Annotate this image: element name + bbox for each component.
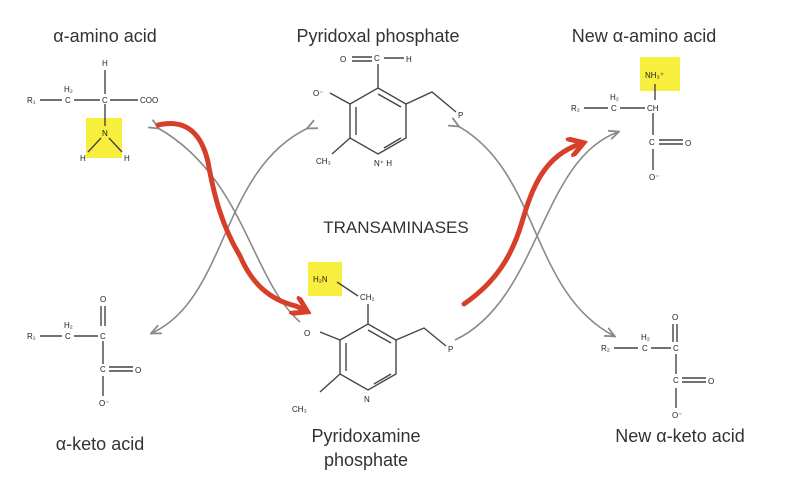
- label-alpha-amino-acid: α-amino acid: [53, 26, 157, 46]
- atom-o: O: [340, 55, 346, 64]
- atom-c: C: [673, 376, 679, 385]
- alpha-keto-acid-structure: O R₁ H₂ C C C O O⁻: [27, 295, 141, 408]
- atom-h: H: [406, 55, 412, 64]
- bond: [405, 91, 457, 113]
- atom-ch2: CH₂: [360, 293, 375, 302]
- atom-h2: H₂: [64, 85, 73, 94]
- atom-h2: H₂: [64, 321, 73, 330]
- atom-h: H: [124, 154, 130, 163]
- atom-r1: R₁: [27, 96, 36, 105]
- atom-r2: R₂: [601, 344, 610, 353]
- bond: [329, 92, 351, 105]
- atom-o-minus: O⁻: [99, 399, 109, 408]
- atom-o-minus: O⁻: [672, 411, 682, 420]
- atom-c: C: [611, 104, 617, 113]
- atom-c: C: [100, 332, 106, 341]
- label-new-alpha-amino-acid: New α-amino acid: [571, 26, 717, 46]
- bond: [319, 373, 341, 393]
- label-pyridoxal-phosphate: Pyridoxal phosphate: [296, 26, 460, 46]
- bond: [383, 137, 402, 149]
- red-arrow-amine-transfer-1: [155, 121, 304, 310]
- atom-p: P: [448, 345, 453, 354]
- pyridoxal-phosphate-structure: C O H O⁻ CH₃ N⁺ H P: [313, 54, 463, 168]
- bond: [395, 327, 447, 347]
- pyridoxamine-phosphate-structure: H₂N CH₂ O CH₃ N P: [292, 262, 453, 414]
- atom-p: P: [458, 111, 463, 120]
- atom-c: C: [649, 138, 655, 147]
- pyridine-ring: [339, 323, 397, 391]
- atom-o-minus: O⁻: [313, 89, 323, 98]
- label-new-alpha-keto-acid: New α-keto acid: [615, 426, 745, 446]
- amine-highlight: [86, 118, 122, 158]
- bond: [87, 137, 102, 153]
- atom-h2: H₂: [641, 333, 650, 342]
- atom-n-plus-h: N⁺ H: [374, 159, 392, 168]
- atom-c: C: [642, 344, 648, 353]
- bond: [367, 329, 392, 344]
- atom-c: C: [673, 344, 679, 353]
- atom-ch3: CH₃: [292, 405, 307, 414]
- pyridine-ring: [349, 87, 407, 155]
- new-alpha-amino-acid-structure: NH₃⁺ R₂ H₂ C CH C O O⁻: [571, 57, 691, 182]
- atom-o: O: [672, 313, 678, 322]
- atom-c: C: [100, 365, 106, 374]
- atom-o: O: [304, 329, 310, 338]
- atom-c: C: [102, 96, 108, 105]
- atom-h: H: [102, 59, 108, 68]
- atom-coo: COO: [140, 96, 158, 105]
- atom-n: N: [364, 395, 370, 404]
- atom-ch3: CH₃: [316, 157, 331, 166]
- atom-r1: R₁: [27, 332, 36, 341]
- label-pyridoxamine: Pyridoxamine: [311, 426, 421, 446]
- bond: [377, 93, 402, 108]
- atom-h2n: H₂N: [313, 275, 328, 284]
- atom-c: C: [65, 332, 71, 341]
- bond: [331, 137, 351, 155]
- bond: [108, 137, 123, 153]
- bond: [373, 373, 392, 385]
- atom-n: N: [102, 129, 108, 138]
- atom-h: H: [80, 154, 86, 163]
- atom-o: O: [100, 295, 106, 304]
- atom-nh3-plus: NH₃⁺: [645, 71, 664, 80]
- amine-highlight: [640, 57, 680, 91]
- label-alpha-keto-acid: α-keto acid: [55, 434, 145, 454]
- bond: [319, 331, 341, 341]
- atom-c: C: [65, 96, 71, 105]
- atom-o: O: [708, 377, 714, 386]
- atom-ch: CH: [647, 104, 659, 113]
- atom-h2: H₂: [610, 93, 619, 102]
- atom-r2: R₂: [571, 104, 580, 113]
- label-transaminases: TRANSAMINASES: [323, 218, 469, 237]
- label-phosphate: phosphate: [323, 450, 409, 470]
- red-arrow-amine-transfer-2: [461, 144, 580, 307]
- gray-arrow-pyridoxal-to-new-keto: [458, 126, 614, 336]
- atom-o-minus: O⁻: [649, 173, 659, 182]
- bond: [336, 281, 359, 297]
- atom-o: O: [685, 139, 691, 148]
- new-alpha-keto-acid-structure: O R₂ H₂ C C C O O⁻: [601, 313, 714, 420]
- atom-o: O: [135, 366, 141, 375]
- atom-c: C: [374, 54, 380, 63]
- alpha-amino-acid-structure: R₁ H₂ C C H COO N H H: [27, 59, 158, 163]
